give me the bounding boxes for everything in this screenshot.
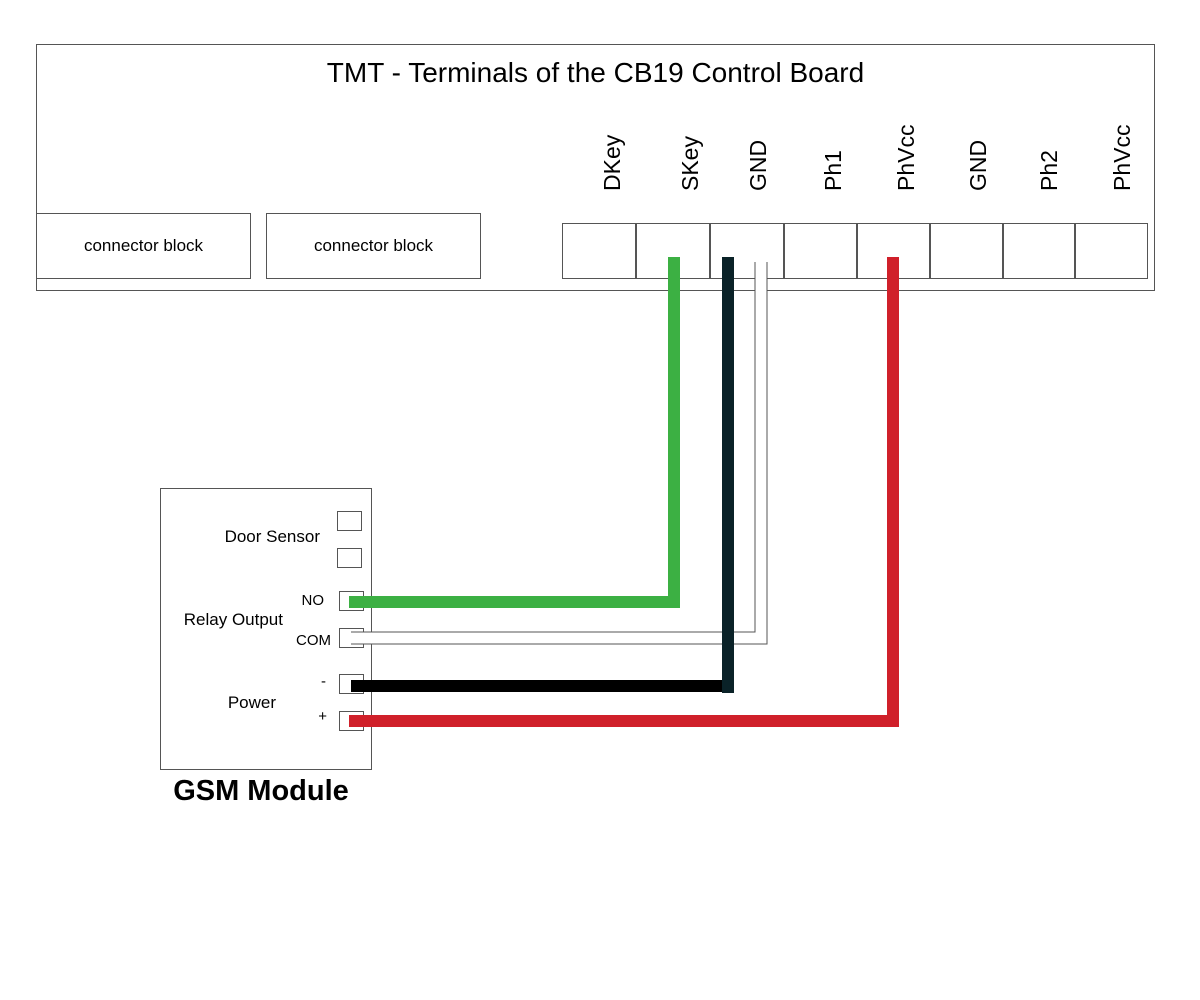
terminal-gnd-2 xyxy=(930,223,1003,279)
terminal-ph2 xyxy=(1003,223,1075,279)
wire-plus-phvcc xyxy=(349,257,899,727)
relay-output-label: Relay Output xyxy=(183,610,283,629)
gsm-module-title: GSM Module xyxy=(173,775,349,807)
power-label: Power xyxy=(227,693,276,712)
door-sensor-label: Door Sensor xyxy=(224,527,320,546)
pin-label-com: COM xyxy=(296,632,331,649)
terminal-ph1 xyxy=(784,223,857,279)
terminal-gnd-1 xyxy=(710,223,784,279)
wire-com-gnd-fill xyxy=(351,262,767,644)
gsm-module-box xyxy=(160,488,372,770)
pin-label-plus: + xyxy=(318,708,327,725)
pin-label-minus: - xyxy=(321,673,326,690)
connector-block-1: connector block xyxy=(36,213,251,279)
connector-block-2: connector block xyxy=(266,213,481,279)
pin-door-sensor-2 xyxy=(337,548,362,568)
terminal-dkey xyxy=(562,223,636,279)
control-board xyxy=(36,44,1155,291)
pin-door-sensor-1 xyxy=(337,511,362,531)
wire-no-skey xyxy=(349,257,680,608)
board-title: TMT - Terminals of the CB19 Control Boar… xyxy=(326,57,865,88)
terminal-phvcc-2 xyxy=(1075,223,1148,279)
wire-com-gnd xyxy=(351,262,768,645)
pin-label-no: NO xyxy=(301,592,325,609)
